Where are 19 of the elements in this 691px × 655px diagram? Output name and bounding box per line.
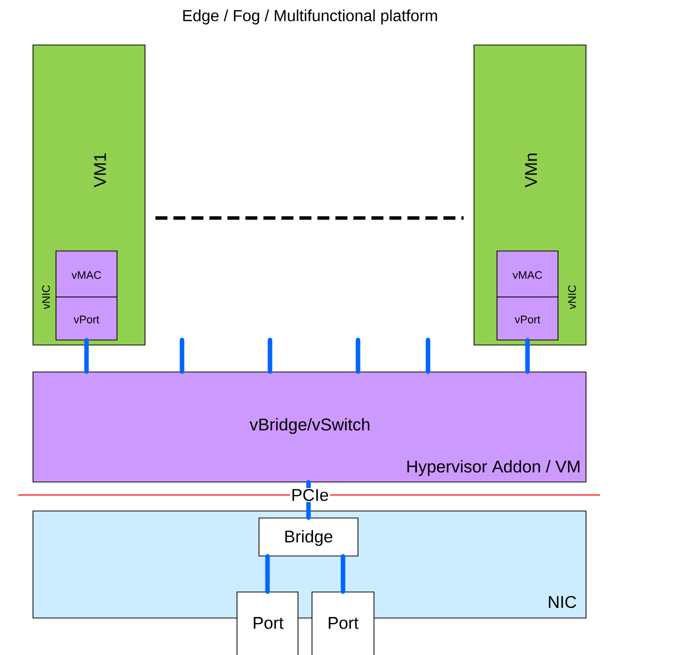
connector-line — [268, 338, 272, 374]
connector-line — [180, 338, 184, 374]
port-box: Port — [236, 592, 298, 655]
vmac-box: vMAC — [56, 250, 118, 298]
connector-line — [426, 338, 430, 374]
bus-label: PCIe — [290, 488, 330, 502]
connector-line — [84, 338, 89, 374]
connector-line — [155, 216, 464, 220]
connector-line — [265, 554, 270, 594]
vswitch-box: vBridge/vSwitch Hypervisor Addon / VM — [32, 372, 586, 482]
connector-line — [525, 338, 530, 374]
bridge-box: Bridge — [258, 518, 358, 556]
connector-line — [356, 338, 360, 374]
port-box: Port — [312, 592, 374, 655]
vport-box: vPort — [496, 296, 558, 340]
connector-line — [340, 554, 346, 594]
vmac-box: vMAC — [496, 250, 558, 298]
vport-box: vPort — [56, 296, 118, 340]
title: Edge / Fog / Multifunctional platform — [183, 10, 437, 24]
